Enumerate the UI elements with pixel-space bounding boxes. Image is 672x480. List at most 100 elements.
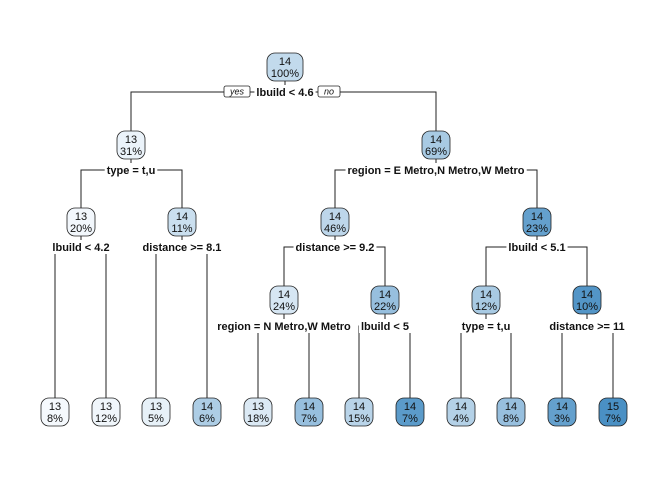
leaf-node-l12: 157% [598, 397, 628, 427]
node-percent: 5% [148, 413, 164, 425]
node-percent: 22% [374, 301, 396, 313]
node-value: 14 [581, 289, 593, 301]
node-value: 13 [49, 401, 61, 413]
edge-n13 [358, 325, 411, 398]
node-percent: 12% [95, 413, 117, 425]
node-box [598, 397, 628, 427]
leaf-node-l3: 135% [141, 397, 171, 427]
node-value: 14 [279, 56, 291, 68]
node-box [421, 130, 451, 160]
node-percent: 18% [247, 413, 269, 425]
node-percent: 7% [301, 413, 317, 425]
yes-badge [223, 85, 251, 98]
split-label-background [459, 321, 513, 333]
node-percent: 69% [425, 146, 447, 158]
leaf-node-l4: 146% [192, 397, 222, 427]
node-box [395, 397, 425, 427]
node-value: 14 [353, 401, 365, 413]
node-box [446, 397, 476, 427]
node-percent: 24% [273, 301, 295, 313]
split-label-background [359, 321, 411, 333]
node-box [344, 397, 374, 427]
node-box [294, 397, 324, 427]
node-value: 14 [404, 401, 416, 413]
split-label-n13: lbuild < 5 [361, 321, 409, 333]
split-label-background [104, 165, 158, 177]
node-percent: 100% [271, 68, 299, 80]
node-value: 13 [75, 211, 87, 223]
split-label-background [293, 242, 377, 254]
leaf-node-l11: 143% [547, 397, 577, 427]
leaf-node-l10: 148% [496, 397, 526, 427]
split-label-n2: type = t,u [107, 165, 156, 177]
tree-nodes: 14100%1331%1469%1320%1411%1446%1423%1424… [40, 52, 628, 427]
node-value: 14 [531, 211, 543, 223]
node-box [116, 130, 146, 160]
node-percent: 6% [199, 413, 215, 425]
node-percent: 3% [554, 413, 570, 425]
split-label-n5: distance >= 8.1 [143, 242, 222, 254]
node-box [320, 207, 350, 237]
node-box [192, 397, 222, 427]
node-box [522, 207, 552, 237]
node-percent: 15% [348, 413, 370, 425]
node-value: 13 [100, 401, 112, 413]
node-value: 14 [278, 289, 290, 301]
node-value: 14 [329, 211, 341, 223]
node-percent: 8% [47, 413, 63, 425]
split-label-background [547, 321, 627, 333]
split-label-background [254, 87, 316, 99]
split-label-background [345, 165, 527, 177]
node-percent: 10% [576, 301, 598, 313]
node-percent: 8% [503, 413, 519, 425]
split-label-n4: lbuild < 4.2 [52, 242, 109, 254]
node-box [547, 397, 577, 427]
node-value: 14 [201, 401, 213, 413]
node-value: 13 [150, 401, 162, 413]
leaf-node-l9: 144% [446, 397, 476, 427]
split-label-background [50, 242, 112, 254]
node-value: 14 [430, 134, 442, 146]
split-label-n1: lbuild < 4.6 [256, 87, 313, 99]
leaf-node-l6: 147% [294, 397, 324, 427]
node-value: 14 [455, 401, 467, 413]
node-value: 14 [303, 401, 315, 413]
node-percent: 20% [70, 223, 92, 235]
leaf-node-l8: 147% [395, 397, 425, 427]
node-percent: 12% [475, 301, 497, 313]
node-box [40, 397, 70, 427]
split-label-background [506, 242, 568, 254]
edge-n4 [54, 246, 107, 398]
edge-n14 [460, 325, 512, 398]
node-box [269, 285, 299, 315]
node-value: 14 [176, 211, 188, 223]
yes-no-badges: yes no [223, 85, 341, 98]
node-box [141, 397, 171, 427]
split-label-n12: region = N Metro,W Metro [217, 321, 351, 333]
yes-label: yes [229, 87, 245, 97]
tree-edges [54, 81, 614, 398]
edge-n15 [561, 325, 614, 398]
no-badge [317, 85, 341, 98]
node-box [91, 397, 121, 427]
split-label-n6: distance >= 9.2 [296, 242, 375, 254]
node-percent: 4% [453, 413, 469, 425]
node-value: 15 [607, 401, 619, 413]
node-percent: 7% [402, 413, 418, 425]
leaf-node-l1: 138% [40, 397, 70, 427]
edge-n12 [257, 325, 310, 398]
node-value: 13 [125, 134, 137, 146]
node-box [370, 285, 400, 315]
node-percent: 23% [526, 223, 548, 235]
